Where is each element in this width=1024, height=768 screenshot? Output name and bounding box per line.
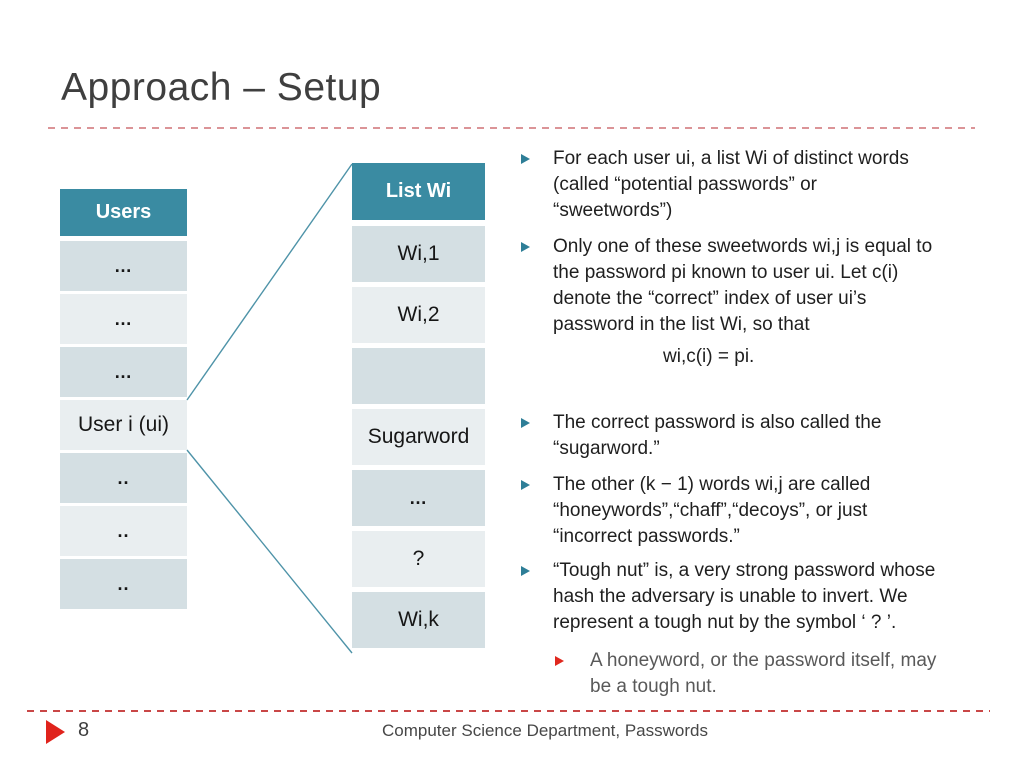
table-row: …	[60, 294, 187, 344]
table-row-sugarword: Sugarword	[352, 409, 485, 465]
bullet-item-with-formula: Only one of these sweetwords wi,j is equ…	[521, 234, 1003, 370]
table-row: ..	[60, 506, 187, 556]
footer-text: Computer Science Department, Passwords	[382, 721, 708, 740]
table-row-tough-nut: ?	[352, 531, 485, 587]
bullet-item: Only one of these sweetwords wi,j is equ…	[521, 234, 1003, 338]
footer-divider-dashed-line	[27, 710, 990, 712]
sub-bullet-item: A honeyword, or the password itself, may…	[555, 648, 1003, 700]
bullet-text: Only one of these sweetwords wi,j is equ…	[553, 236, 933, 335]
table-row: Wi,2	[352, 287, 485, 343]
table-row-user-i: User i (ui)	[60, 400, 187, 450]
table-row: ..	[60, 559, 187, 609]
formula-text: wi,c(i) = pi.	[663, 346, 755, 367]
bullet-text: The other (k − 1) words wi,j are called …	[553, 474, 871, 547]
table-row: …	[60, 241, 187, 291]
footer-arrow-icon	[46, 720, 65, 744]
table-row-empty	[352, 348, 485, 404]
bullet-triangle-icon	[521, 566, 530, 576]
list-wi-table-header: List Wi	[352, 163, 485, 220]
page-number: 8	[78, 719, 90, 741]
connector-line-bottom	[186, 449, 353, 654]
slide-title: Approach – Setup	[61, 66, 382, 109]
bullet-triangle-icon	[521, 154, 530, 164]
bullet-item: “Tough nut” is, a very strong password w…	[521, 558, 1003, 636]
bullet-triangle-icon	[521, 480, 530, 490]
users-table: Users … … … User i (ui) .. .. ..	[60, 189, 187, 612]
table-row: Wi,1	[352, 226, 485, 282]
users-table-header: Users	[60, 189, 187, 236]
title-divider-dashed-line	[48, 127, 975, 129]
bullet-triangle-icon	[521, 418, 530, 428]
bullet-text: For each user ui, a list Wi of distinct …	[553, 148, 909, 221]
sub-bullet-text: A honeyword, or the password itself, may…	[590, 650, 937, 697]
table-row: Wi,k	[352, 592, 485, 648]
table-row: …	[352, 470, 485, 526]
bullet-item: For each user ui, a list Wi of distinct …	[521, 146, 1003, 224]
table-row: …	[60, 347, 187, 397]
bullet-text: The correct password is also called the …	[553, 412, 882, 459]
table-row: ..	[60, 453, 187, 503]
sub-bullet-triangle-icon	[555, 656, 564, 666]
bullet-list: For each user ui, a list Wi of distinct …	[521, 146, 1003, 700]
bullet-text: “Tough nut” is, a very strong password w…	[553, 560, 936, 633]
bullet-triangle-icon	[521, 242, 530, 252]
connector-line-top	[186, 163, 353, 401]
bullet-item: The other (k − 1) words wi,j are called …	[521, 472, 1003, 550]
bullet-item: The correct password is also called the …	[521, 410, 1003, 462]
list-wi-table: List Wi Wi,1 Wi,2 Sugarword … ? Wi,k	[352, 163, 485, 653]
